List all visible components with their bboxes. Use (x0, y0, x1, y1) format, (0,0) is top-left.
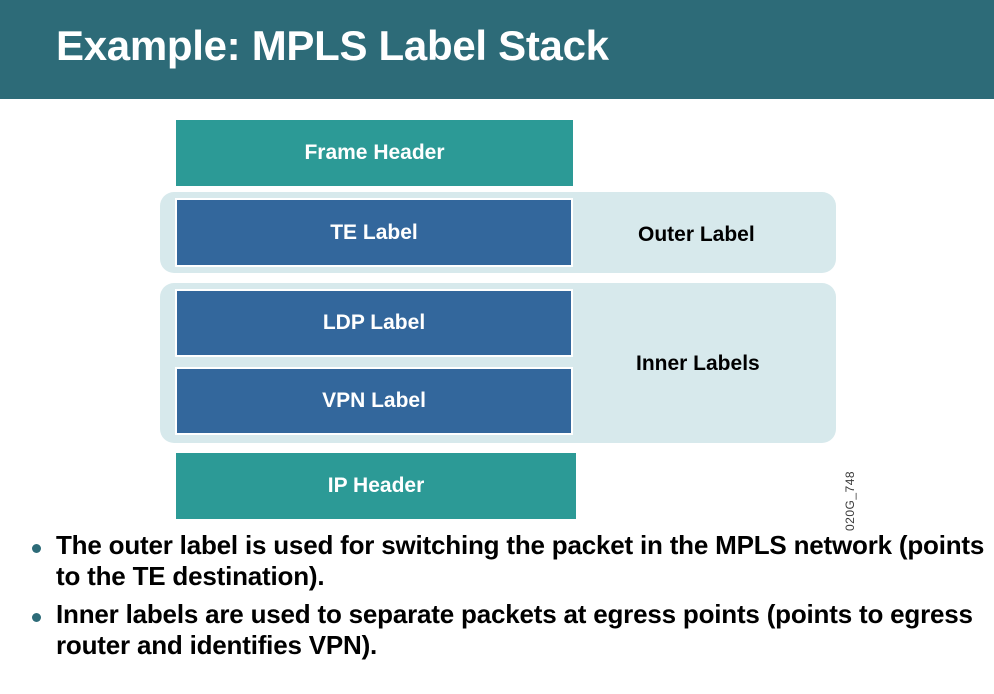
bullet-list: The outer label is used for switching th… (0, 530, 994, 669)
block-ip-header: IP Header (176, 453, 576, 519)
page-title: Example: MPLS Label Stack (56, 22, 609, 69)
block-vpn-label: VPN Label (175, 367, 573, 435)
block-ldp-label: LDP Label (175, 289, 573, 357)
mpls-label-stack-diagram: Outer Label Inner Labels Frame Header TE… (0, 99, 994, 531)
figure-reference-code-text: 020G_748 (843, 470, 857, 531)
slide-header-bar: Example: MPLS Label Stack (0, 0, 994, 99)
list-item: Inner labels are used to separate packet… (0, 599, 994, 660)
bullet-text: The outer label is used for switching th… (56, 530, 985, 591)
bullet-dot-icon (32, 613, 41, 623)
bullet-dot-icon (32, 544, 41, 553)
block-te-label: TE Label (175, 198, 573, 267)
figure-reference-code: 020G_748 (837, 469, 857, 539)
group-label-inner: Inner Labels (636, 352, 760, 375)
group-label-outer: Outer Label (638, 223, 755, 246)
block-frame-header: Frame Header (176, 120, 573, 186)
bullet-text: Inner labels are used to separate packet… (56, 599, 973, 661)
list-item: The outer label is used for switching th… (0, 530, 994, 591)
